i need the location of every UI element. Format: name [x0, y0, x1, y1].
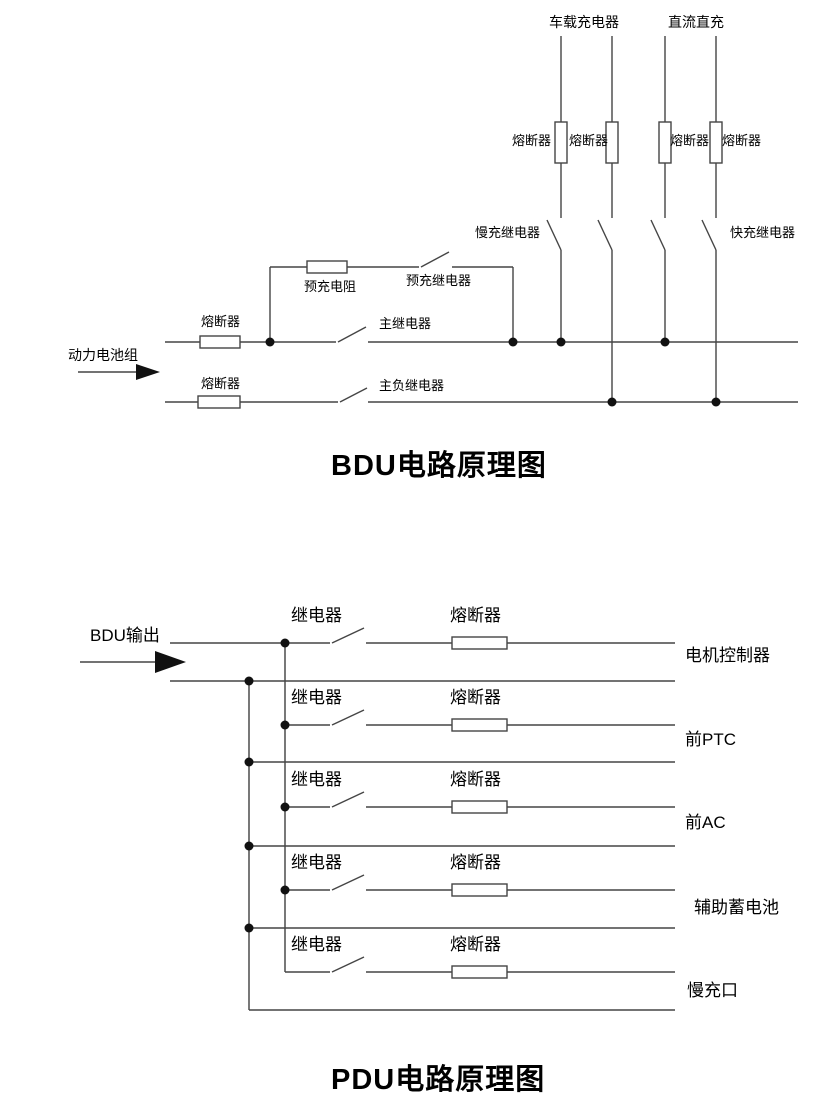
fuse-label: 熔断器 — [512, 133, 552, 148]
load-label-aux-battery: 辅助蓄电池 — [694, 898, 779, 917]
relay-label: 继电器 — [291, 606, 342, 625]
pdu-title: PDU电路原理图 — [331, 1064, 546, 1096]
bdu-obc-negative-branch — [597, 36, 619, 402]
bdu-negative-bus — [165, 387, 798, 409]
fuse-label: 熔断器 — [201, 314, 241, 329]
fuse-label: 熔断器 — [569, 133, 609, 148]
fuse-label: 熔断器 — [450, 606, 501, 625]
fuse-body — [197, 395, 241, 409]
bdu-dc-positive-branch — [650, 36, 672, 342]
load-label-motor-controller: 电机控制器 — [685, 646, 770, 665]
bdu-circuit — [78, 36, 798, 409]
junction-dot — [280, 720, 290, 730]
fast-charge-relay-label: 快充继电器 — [730, 225, 796, 240]
fuse-label: 熔断器 — [450, 770, 501, 789]
switch-blade — [331, 627, 365, 644]
switch-blade — [650, 219, 666, 251]
junction-dot — [660, 337, 670, 347]
fuse-body — [709, 121, 723, 164]
precharge-relay-label: 预充继电器 — [406, 273, 472, 288]
bdu-dc-negative-branch — [701, 36, 723, 402]
relay-label: 继电器 — [291, 853, 342, 872]
bdu-positive-bus — [165, 326, 798, 349]
junction-dot — [508, 337, 518, 347]
fuse-body — [451, 800, 508, 814]
fuse-label: 熔断器 — [722, 133, 762, 148]
relay-label: 继电器 — [291, 935, 342, 954]
junction-dot — [244, 676, 254, 686]
fuse-body — [199, 335, 241, 349]
main-negative-relay-label: 主负继电器 — [379, 378, 445, 393]
junction-dot — [244, 757, 254, 767]
pdu-circuit — [80, 627, 675, 1011]
junction-dot — [556, 337, 566, 347]
bdu-output-label: BDU输出 — [90, 626, 160, 645]
pdu-row-front-ac — [244, 791, 675, 851]
relay-label: 继电器 — [291, 688, 342, 707]
pdu-row-front-ptc — [244, 709, 675, 767]
switch-blade — [546, 219, 562, 251]
bdu-junctions — [265, 337, 721, 407]
junction-dot — [711, 397, 721, 407]
junction-dot — [265, 337, 275, 347]
main-relay-label: 主继电器 — [379, 316, 432, 331]
pdu-input-arrow — [80, 651, 186, 673]
load-label-slow-charge-port: 慢充口 — [687, 981, 738, 1000]
junction-dot — [280, 802, 290, 812]
pdu-row-aux-battery — [244, 874, 675, 933]
switch-blade — [701, 219, 717, 251]
pdu-row-motor-controller — [170, 627, 675, 686]
switch-blade — [597, 219, 613, 251]
switch-blade — [339, 387, 368, 403]
fuse-body — [451, 636, 508, 650]
bdu-obc-positive-branch — [546, 36, 568, 342]
junction-dot — [244, 923, 254, 933]
fuse-body — [451, 718, 508, 732]
switch-blade — [331, 956, 365, 973]
junction-dot — [607, 397, 617, 407]
fuse-label: 熔断器 — [450, 853, 501, 872]
relay-label: 继电器 — [291, 770, 342, 789]
bdu-precharge-branch — [269, 251, 514, 342]
switch-blade — [337, 326, 367, 343]
switch-blade — [420, 251, 450, 268]
onboard-charger-label: 车载充电器 — [549, 14, 619, 30]
fuse-body — [451, 883, 508, 897]
junction-dot — [280, 638, 290, 648]
arrow-head-icon — [155, 651, 186, 673]
bdu-input-arrow — [78, 364, 160, 380]
junction-dot — [244, 841, 254, 851]
pdu-row-slow-charge-port — [249, 956, 675, 1011]
fuse-label: 熔断器 — [450, 935, 501, 954]
slow-charge-relay-label: 慢充继电器 — [475, 225, 541, 240]
fuse-body — [554, 121, 568, 164]
fuse-body — [451, 965, 508, 979]
precharge-resistor-label: 预充电阻 — [304, 279, 357, 294]
arrow-head-icon — [136, 364, 160, 380]
switch-blade — [331, 874, 365, 891]
fuse-label: 熔断器 — [450, 688, 501, 707]
switch-blade — [331, 791, 365, 808]
dc-fast-charge-label: 直流直充 — [668, 14, 724, 30]
battery-pack-label: 动力电池组 — [68, 347, 138, 363]
fuse-label: 熔断器 — [670, 133, 710, 148]
load-label-front-ac: 前AC — [685, 813, 726, 832]
load-label-front-ptc: 前PTC — [685, 730, 736, 749]
switch-blade — [331, 709, 365, 726]
junction-dot — [280, 885, 290, 895]
bdu-title: BDU电路原理图 — [331, 450, 547, 482]
resistor-body — [306, 260, 348, 274]
fuse-label: 熔断器 — [201, 376, 241, 391]
